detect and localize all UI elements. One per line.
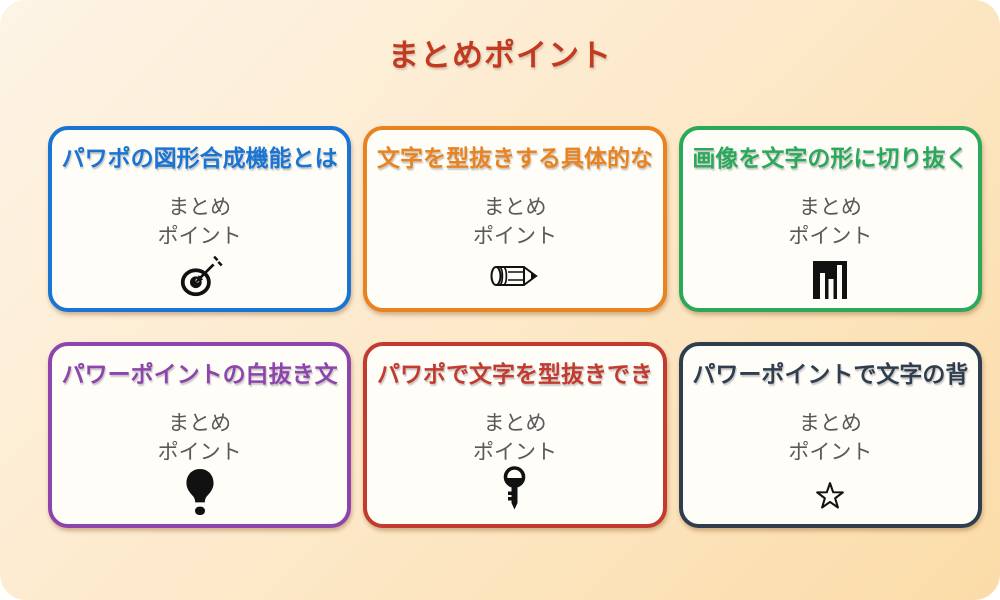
pencil-icon (487, 252, 543, 300)
card-summary-text: まとめ ポイント (472, 411, 557, 464)
card-title: パワポで文字を型抜きでき (376, 361, 653, 387)
building-bars-icon (808, 252, 852, 300)
summary-card-6: パワーポイントで文字の背 まとめ ポイント (678, 342, 982, 528)
card-title: 画像を文字の形に切り抜く (692, 145, 969, 171)
key-icon (501, 466, 528, 516)
card-summary-text: まとめ ポイント (157, 195, 242, 248)
card-summary-text: まとめ ポイント (788, 411, 873, 464)
summary-card-1: パワポの図形合成機能とは まとめ ポイント (48, 126, 352, 312)
summary-card-2: 文字を型抜きする具体的な まとめ ポイント (363, 126, 667, 312)
card-summary-text: まとめ ポイント (472, 195, 557, 248)
card-title: パワーポイントで文字の背 (692, 361, 969, 387)
card-title: 文字を型抜きする具体的な (376, 145, 653, 171)
page-title: まとめポイント (388, 38, 612, 73)
summary-card-4: パワーポイントの白抜き文 まとめ ポイント (48, 342, 352, 528)
star-icon (811, 474, 849, 514)
card-grid: パワポの図形合成機能とは まとめ ポイント 文字を型抜きする具体的な (48, 126, 982, 528)
summary-card-3: 画像を文字の形に切り抜く まとめ ポイント (678, 126, 982, 312)
card-summary-text: まとめ ポイント (788, 195, 873, 248)
card-title: パワーポイントの白抜き文 (61, 361, 338, 387)
card-title: パワポの図形合成機能とは (61, 145, 338, 171)
lightbulb-icon (184, 468, 216, 516)
dart-target-icon (177, 252, 223, 300)
summary-card-5: パワポで文字を型抜きでき まとめ ポイント (363, 342, 667, 528)
card-summary-text: まとめ ポイント (157, 411, 242, 464)
